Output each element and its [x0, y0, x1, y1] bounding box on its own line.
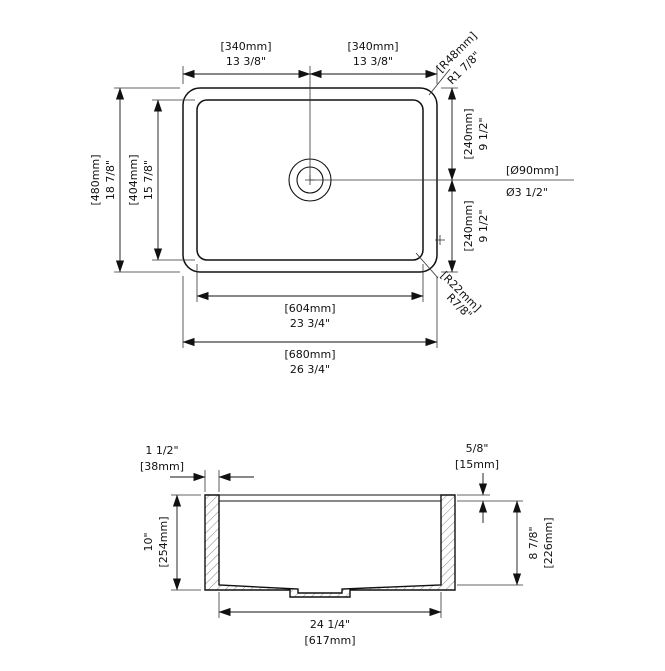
dim-label-inch: 23 3/4"	[290, 317, 330, 330]
dim-label-inch: 10"	[142, 532, 155, 551]
dim-label-mm: [38mm]	[140, 460, 184, 473]
section-view	[204, 494, 456, 598]
dim-top-width: [340mm] 13 3/8" [340mm] 13 3/8"	[182, 40, 438, 84]
dim-label-inch: 9 1/2"	[477, 209, 490, 242]
dim-label-mm: [Ø90mm]	[506, 164, 559, 177]
radius-callout-outer: [R48mm] R1 7/8"	[428, 29, 483, 96]
dim-right-halves: [240mm] 9 1/2" [240mm] 9 1/2"	[441, 87, 490, 273]
dim-wall-thickness: 1 1/2" [38mm]	[140, 444, 254, 492]
dim-label-inch: 5/8"	[466, 442, 489, 455]
dim-label-mm: [226mm]	[542, 517, 555, 568]
dim-label-inch: 13 3/8"	[353, 55, 393, 68]
sink-section-material	[204, 494, 456, 598]
dim-label-mm: [680mm]	[284, 348, 335, 361]
dim-inner-depth: 8 7/8" [226mm]	[457, 500, 555, 586]
dim-label-inch: 18 7/8"	[104, 160, 117, 200]
dim-label-inch: 8 7/8"	[527, 526, 540, 559]
radius-callout-inner: [R22mm] R7/8"	[415, 252, 484, 322]
dim-label-mm: [404mm]	[127, 154, 140, 205]
dim-outer-height: [480mm] 18 7/8"	[89, 87, 180, 273]
dim-label-inch: 24 1/4"	[310, 618, 350, 631]
dim-bottom-width: 24 1/4" [617mm]	[218, 592, 442, 647]
dim-label-mm: [617mm]	[304, 634, 355, 647]
dim-label-mm: [254mm]	[157, 516, 170, 567]
dim-label-inch: 1 1/2"	[145, 444, 178, 457]
dim-inner-width: [604mm] 23 3/4"	[196, 264, 424, 330]
dim-label-inch: 15 7/8"	[142, 160, 155, 200]
plan-view	[182, 66, 574, 273]
dim-label-mm: [340mm]	[220, 40, 271, 53]
dim-label-inch: Ø3 1/2"	[506, 186, 548, 199]
dim-outer-width: [680mm] 26 3/4"	[182, 276, 438, 376]
dim-outer-depth: 10" [254mm]	[142, 494, 201, 591]
dim-label-mm: [240mm]	[462, 200, 475, 251]
dim-label-mm: [340mm]	[347, 40, 398, 53]
dim-label-mm: [480mm]	[89, 154, 102, 205]
dim-inner-height: [404mm] 15 7/8"	[127, 99, 195, 261]
dim-label-mm: [15mm]	[455, 458, 499, 471]
dim-label-inch: 9 1/2"	[477, 117, 490, 150]
radius-center-mark	[435, 235, 445, 245]
dim-label-inch: 26 3/4"	[290, 363, 330, 376]
dim-label-mm: [604mm]	[284, 302, 335, 315]
dim-rim-lip: 5/8" [15mm]	[455, 442, 523, 523]
dim-label-mm: [240mm]	[462, 108, 475, 159]
dim-label-inch: 13 3/8"	[226, 55, 266, 68]
drain-diameter-label: [Ø90mm] Ø3 1/2"	[506, 164, 559, 199]
